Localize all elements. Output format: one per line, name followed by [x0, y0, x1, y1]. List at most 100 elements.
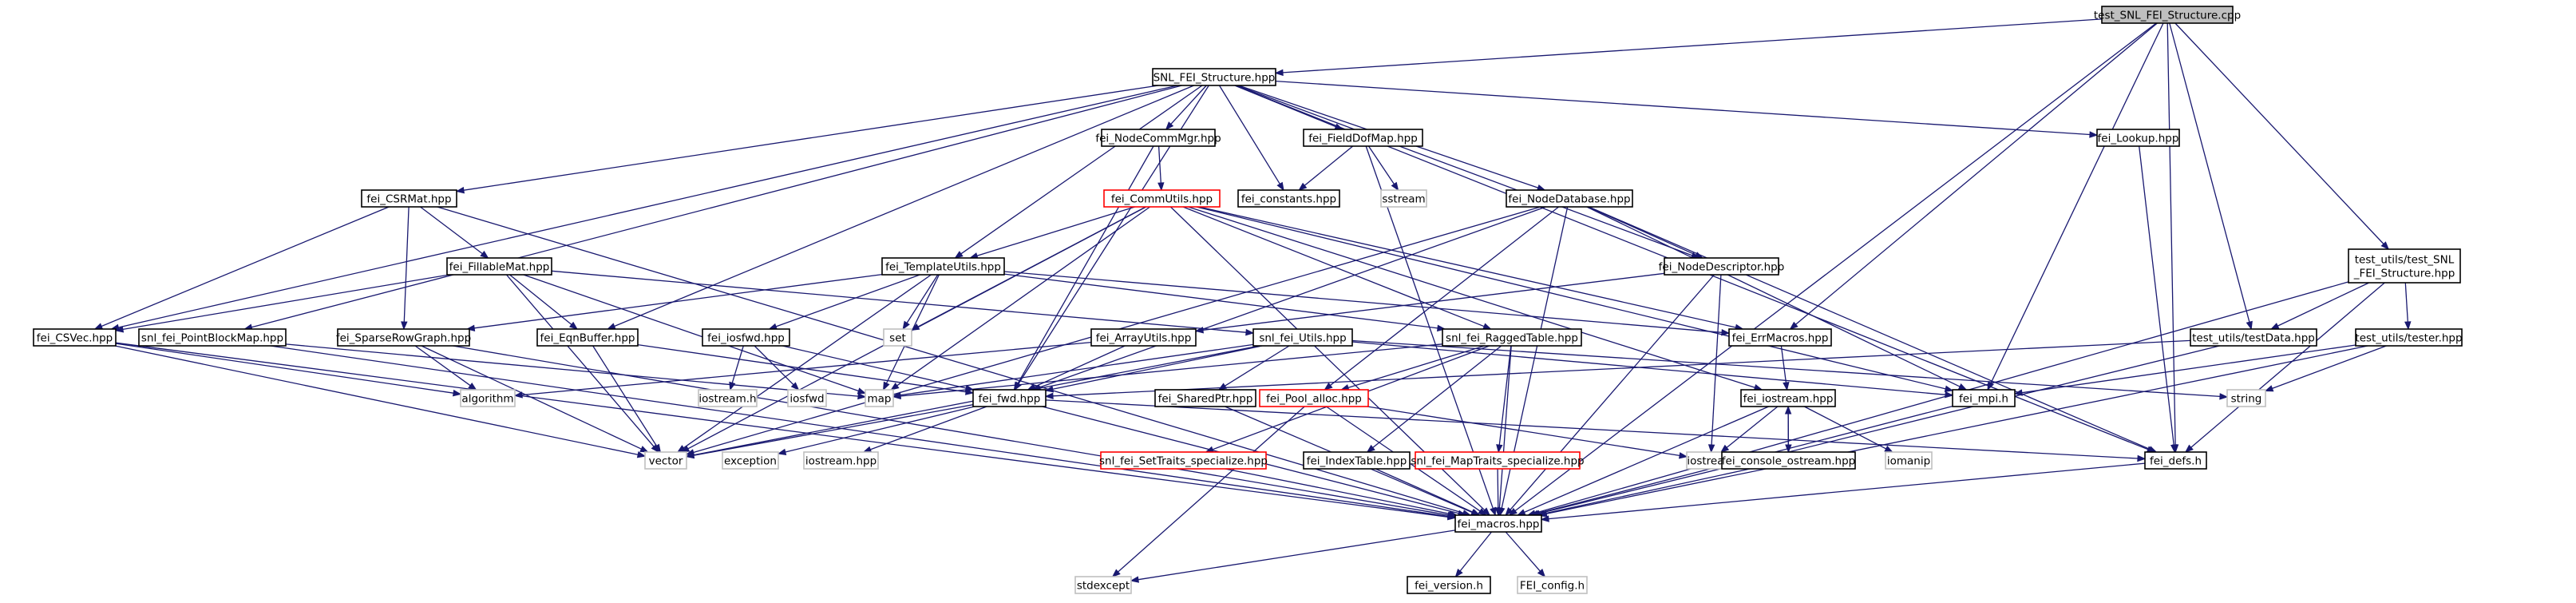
node-nodedb[interactable]: fei_NodeDatabase.hpp [1506, 189, 1633, 208]
node-label: algorithm [461, 393, 513, 406]
edge-line [270, 345, 1449, 518]
node-snlfei[interactable]: SNL_FEI_Structure.hpp [1152, 68, 1276, 86]
node-mpi[interactable]: fei_mpi.h [1952, 389, 2016, 407]
edge-arrowhead [2170, 444, 2178, 454]
node-box [460, 389, 516, 407]
node-fwd[interactable]: fei_fwd.hpp [972, 389, 1047, 407]
node-errmacros[interactable]: fei_ErrMacros.hpp [1728, 328, 1832, 347]
edge-arrowhead [1721, 329, 1731, 336]
node-tu_struct[interactable]: test_utils/test_SNL_FEI_Structure.hpp [2348, 248, 2461, 284]
node-ragged[interactable]: snl_fei_RaggedTable.hpp [1442, 328, 1582, 347]
node-sharedptr[interactable]: fei_SharedPtr.hpp [1154, 389, 1256, 407]
node-label: fei_FieldDofMap.hpp [1308, 133, 1418, 145]
node-settraits[interactable]: snl_fei_SetTraits_specialize.hpp [1099, 451, 1268, 470]
edge-line [782, 345, 967, 389]
node-box [1664, 257, 1779, 276]
node-indextable[interactable]: fei_IndexTable.hpp [1303, 451, 1411, 470]
node-macros[interactable]: fei_macros.hpp [1454, 514, 1542, 533]
edge-line [1039, 206, 1546, 388]
node-label: iostream.hpp [805, 455, 876, 468]
edge-arrowhead [1720, 444, 1730, 453]
edge-line [285, 343, 859, 397]
node-box [1517, 576, 1588, 594]
edge-macros-to-version [1454, 531, 1493, 578]
node-box [1259, 389, 1369, 407]
edge-snlfei-to-template [954, 85, 1203, 259]
node-testdata[interactable]: test_utils/testData.hpp [2190, 328, 2317, 347]
edge-arrowhead [401, 321, 408, 331]
nodes-layer: test_SNL_FEI_Structure.cppSNL_FEI_Struct… [33, 6, 2463, 594]
edge-commutils-to-template [968, 206, 1135, 260]
edge-arrowhead [114, 326, 125, 333]
node-root[interactable]: test_SNL_FEI_Structure.cpp [2094, 6, 2241, 24]
node-version[interactable]: fei_version.h [1407, 576, 1491, 594]
edge-nodecomm-to-fwd [1013, 145, 1154, 391]
node-poolalloc[interactable]: fei_Pool_alloc.hpp [1259, 389, 1369, 407]
edge-arrowhead [455, 186, 465, 194]
edge-line [1282, 18, 2103, 73]
edge-arrowhead [1157, 182, 1165, 192]
edge-line [420, 206, 483, 255]
edge-arrowhead [1044, 385, 1055, 393]
edge-arrowhead [1482, 323, 1492, 330]
edge-csvec-to-algorithm [115, 343, 462, 397]
node-iostreamhpp2: iostream.hpp [803, 451, 879, 470]
node-fielddof[interactable]: fei_FieldDofMap.hpp [1303, 129, 1423, 147]
node-box [1728, 328, 1832, 347]
node-label: fei_macros.hpp [1458, 518, 1540, 531]
edge-arrowhead [1324, 382, 1333, 391]
node-label: snl_fei_MapTraits_specialize.hpp [1411, 455, 1584, 468]
node-snlutils[interactable]: snl_fei_Utils.hpp [1252, 328, 1353, 347]
edge-line [1586, 206, 1961, 387]
node-label: map [868, 393, 892, 406]
node-label: _FEI_Structure.hpp [2353, 268, 2455, 280]
edge-line [1510, 274, 1715, 510]
edge-tu_struct-to-defs [2184, 282, 2385, 453]
node-arrayutils[interactable]: fei_ArrayUtils.hpp [1090, 328, 1197, 347]
edge-arrowhead [1482, 507, 1491, 516]
node-defs[interactable]: fei_defs.h [2144, 451, 2207, 470]
edge-arrowhead [1494, 507, 1502, 517]
node-consoleostream[interactable]: fei_console_ostream.hpp [1721, 451, 1856, 470]
edge-line [463, 85, 1159, 191]
node-pointblock[interactable]: snl_fei_PointBlockMap.hpp [138, 328, 287, 347]
edge-template-to-sparserow [465, 273, 883, 331]
edge-ragged-to-macros [1496, 345, 1512, 517]
edge-arrowhead [892, 392, 901, 400]
node-label: fei_version.h [1415, 580, 1483, 593]
edge-arrowhead [1165, 121, 1174, 131]
node-nodecomm[interactable]: fei_NodeCommMgr.hpp [1095, 129, 1221, 147]
node-eqnbuffer[interactable]: fei_EqnBuffer.hpp [536, 328, 639, 347]
node-csvec[interactable]: fei_CSVec.hpp [33, 328, 117, 347]
node-maptraits[interactable]: snl_fei_MapTraits_specialize.hpp [1411, 451, 1585, 470]
node-iosfwdhpp[interactable]: fei_iosfwd.hpp [702, 328, 790, 347]
edge-line [1546, 345, 2368, 514]
edge-line [1780, 345, 1787, 383]
edge-line [1372, 345, 1502, 448]
node-constants[interactable]: fei_constants.hpp [1237, 189, 1340, 208]
node-label: fei_iosfwd.hpp [707, 332, 785, 345]
node-iostreamhpp[interactable]: fei_iostream.hpp [1740, 389, 1836, 407]
node-lookup[interactable]: fei_Lookup.hpp [2096, 129, 2180, 147]
node-csrmat[interactable]: fei_CSRMat.hpp [361, 189, 457, 208]
edge-fillable-to-eqnbuffer [509, 274, 579, 330]
node-box [1506, 189, 1633, 208]
edge-line [885, 274, 940, 384]
edge-line [1347, 345, 1485, 389]
node-template[interactable]: fei_TemplateUtils.hpp [881, 257, 1005, 276]
node-tester[interactable]: test_utils/tester.hpp [2355, 328, 2463, 347]
node-sparserow[interactable]: fei_SparseRowGraph.hpp [336, 328, 471, 347]
edge-line [1459, 531, 1493, 572]
edge-arrowhead [1496, 444, 1503, 454]
node-fillable[interactable]: fei_FillableMat.hpp [446, 257, 552, 276]
edge-arrowhead [2137, 454, 2147, 462]
edge-arrowhead [1478, 508, 1487, 516]
node-nodedesc[interactable]: fei_NodeDescriptor.hpp [1659, 257, 1785, 276]
node-label: fei_NodeDescriptor.hpp [1659, 261, 1785, 274]
node-box [1721, 451, 1856, 470]
edge-root-to-defs [2166, 22, 2179, 454]
edge-commutils-to-iostreamhpp [1188, 206, 1763, 391]
node-commutils[interactable]: fei_CommUtils.hpp [1103, 189, 1221, 208]
node-box [1740, 389, 1836, 407]
node-label: fei_IndexTable.hpp [1307, 455, 1407, 468]
